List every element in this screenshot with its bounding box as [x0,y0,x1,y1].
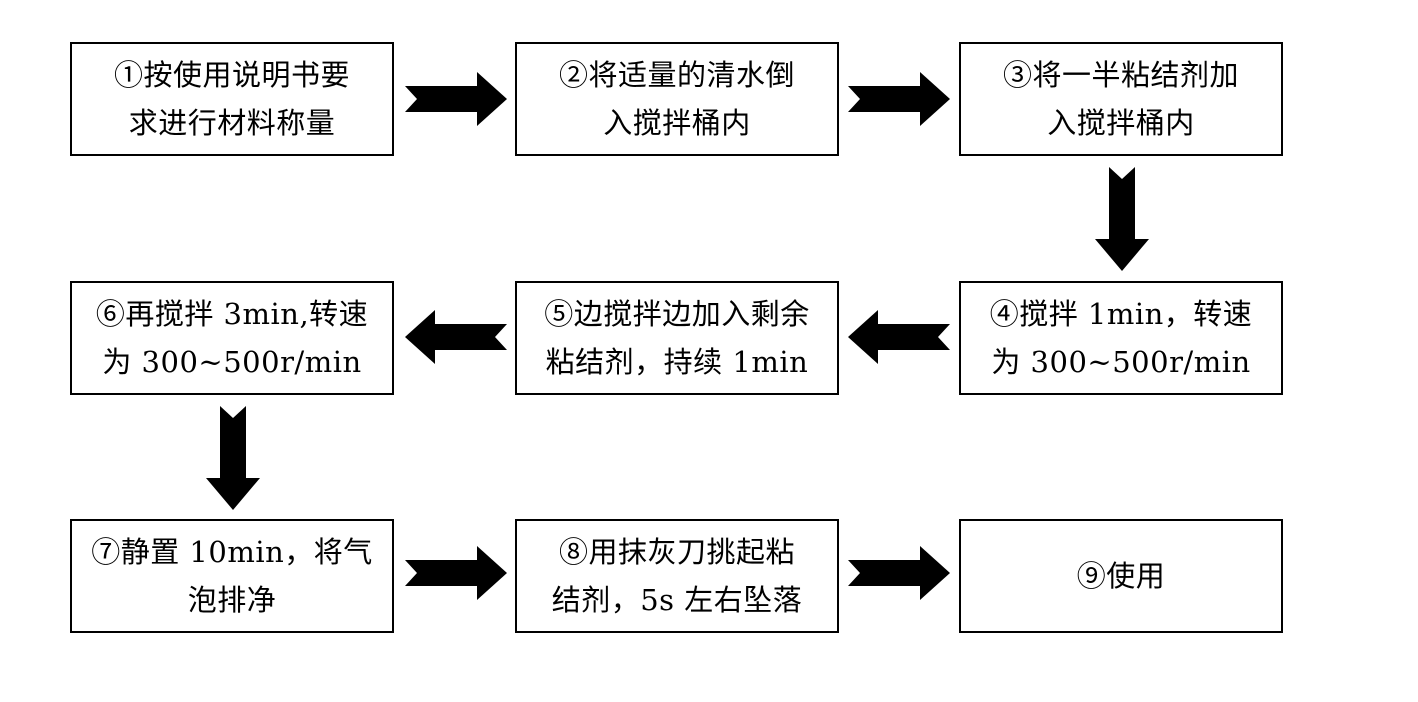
step-text-2: ②将适量的清水倒 入搅拌桶内 [558,58,795,140]
step-text-9: ⑨使用 [1076,559,1166,593]
step-box-6: ⑥再搅拌 3min,转速 为 300~500r/min [70,281,394,395]
step-box-1: ①按使用说明书要 求进行材料称量 [70,42,394,156]
step-text-6: ⑥再搅拌 3min,转速 为 300~500r/min [95,297,369,379]
step-box-7: ⑦静置 10min，将气 泡排净 [70,519,394,633]
step-text-7: ⑦静置 10min，将气 泡排净 [91,535,373,617]
step-text-3: ③将一半粘结剂加 入搅拌桶内 [1002,58,1239,140]
arrow-left-icon [848,310,950,364]
step-text-5: ⑤边搅拌边加入剩余 粘结剂，持续 1min [544,297,810,379]
step-text-8: ⑧用抹灰刀挑起粘 结剂，5s 左右坠落 [551,535,803,617]
arrow-right-icon [848,72,950,126]
step-text-1: ①按使用说明书要 求进行材料称量 [113,58,350,140]
step-box-8: ⑧用抹灰刀挑起粘 结剂，5s 左右坠落 [515,519,839,633]
arrow-down-icon [1095,167,1149,271]
arrow-right-icon [405,72,507,126]
step-box-4: ④搅拌 1min，转速 为 300~500r/min [959,281,1283,395]
step-box-9: ⑨使用 [959,519,1283,633]
step-text-4: ④搅拌 1min，转速 为 300~500r/min [989,297,1253,379]
step-box-2: ②将适量的清水倒 入搅拌桶内 [515,42,839,156]
step-box-5: ⑤边搅拌边加入剩余 粘结剂，持续 1min [515,281,839,395]
step-box-3: ③将一半粘结剂加 入搅拌桶内 [959,42,1283,156]
arrow-left-icon [405,310,507,364]
arrow-right-icon [848,546,950,600]
arrow-right-icon [405,546,507,600]
arrow-down-icon [206,406,260,510]
